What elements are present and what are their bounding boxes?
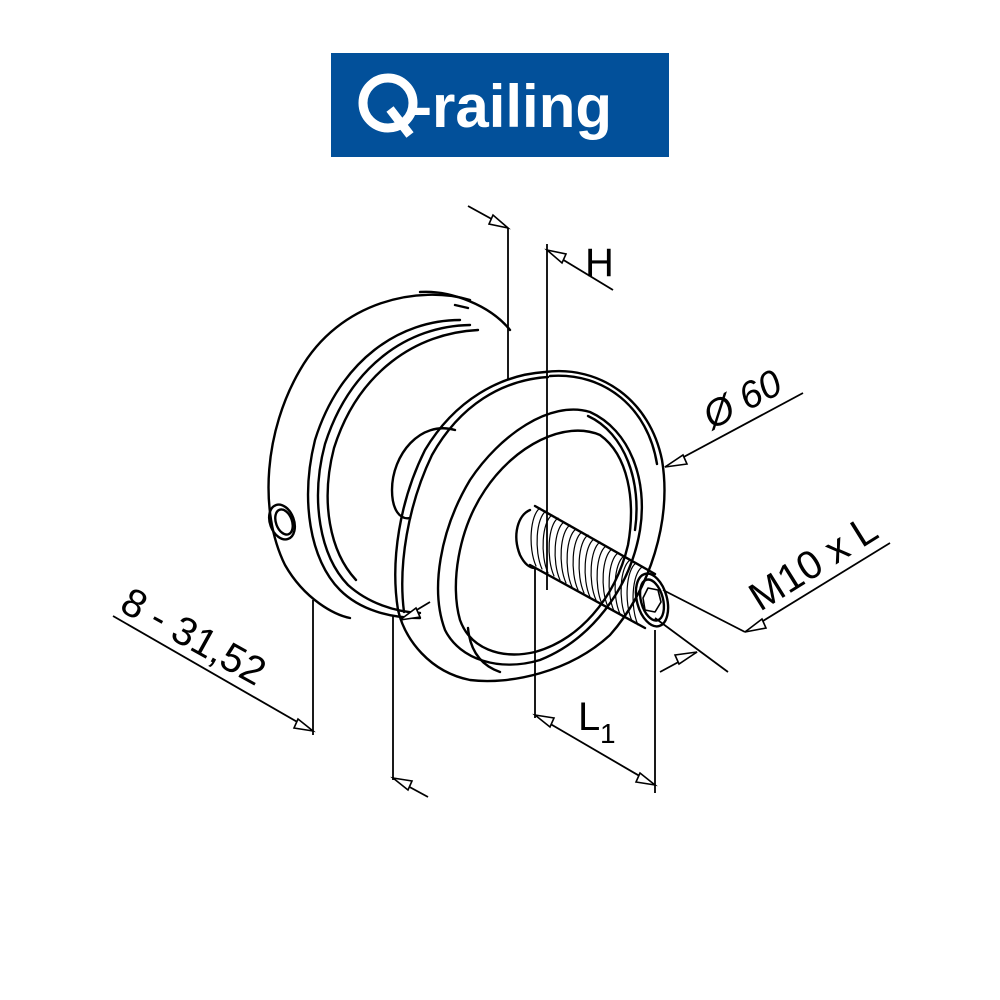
thread-lines: [530, 507, 643, 626]
q-railing-logo: -railing: [331, 53, 669, 157]
arrow-stud-end-icon: [673, 651, 698, 666]
arrow-thickness-left-icon: [292, 717, 316, 733]
arrow-thread-icon: [744, 617, 768, 633]
logo-q-ring-icon: [358, 73, 418, 133]
arrow-l1-left-icon: [532, 713, 556, 729]
hub-neck: [390, 427, 457, 520]
arrow-h-right-icon: [544, 248, 568, 265]
logo-text: -railing: [412, 73, 612, 140]
dimension-label-length-subscript: 1: [600, 718, 616, 749]
arrow-h-left-icon: [487, 213, 511, 230]
rear-disc: [267, 290, 512, 620]
dimension-label-height: H: [585, 241, 614, 285]
dimension-label-glass-thickness: 8 - 31,52: [114, 579, 273, 694]
front-disc: [394, 369, 666, 683]
logo-q-tail-icon: [386, 106, 414, 138]
dimension-label-length: L: [578, 695, 600, 739]
dimension-label-l1: L 1: [578, 695, 616, 749]
dimension-label-thread: M10 x L: [741, 507, 885, 620]
arrow-diameter-icon: [664, 453, 689, 468]
hex-socket-icon: [642, 587, 662, 613]
logo-wordmark: -railing: [358, 73, 612, 140]
threaded-stud: [515, 504, 670, 630]
arrow-thickness-right-icon: [390, 776, 414, 792]
dimension-lines: [112, 205, 891, 798]
arrowheads: [292, 213, 768, 792]
arrow-thickness-upper-icon: [399, 606, 422, 621]
arrow-l1-right-icon: [634, 771, 658, 787]
dimension-label-diameter: Ø 60: [695, 362, 789, 439]
